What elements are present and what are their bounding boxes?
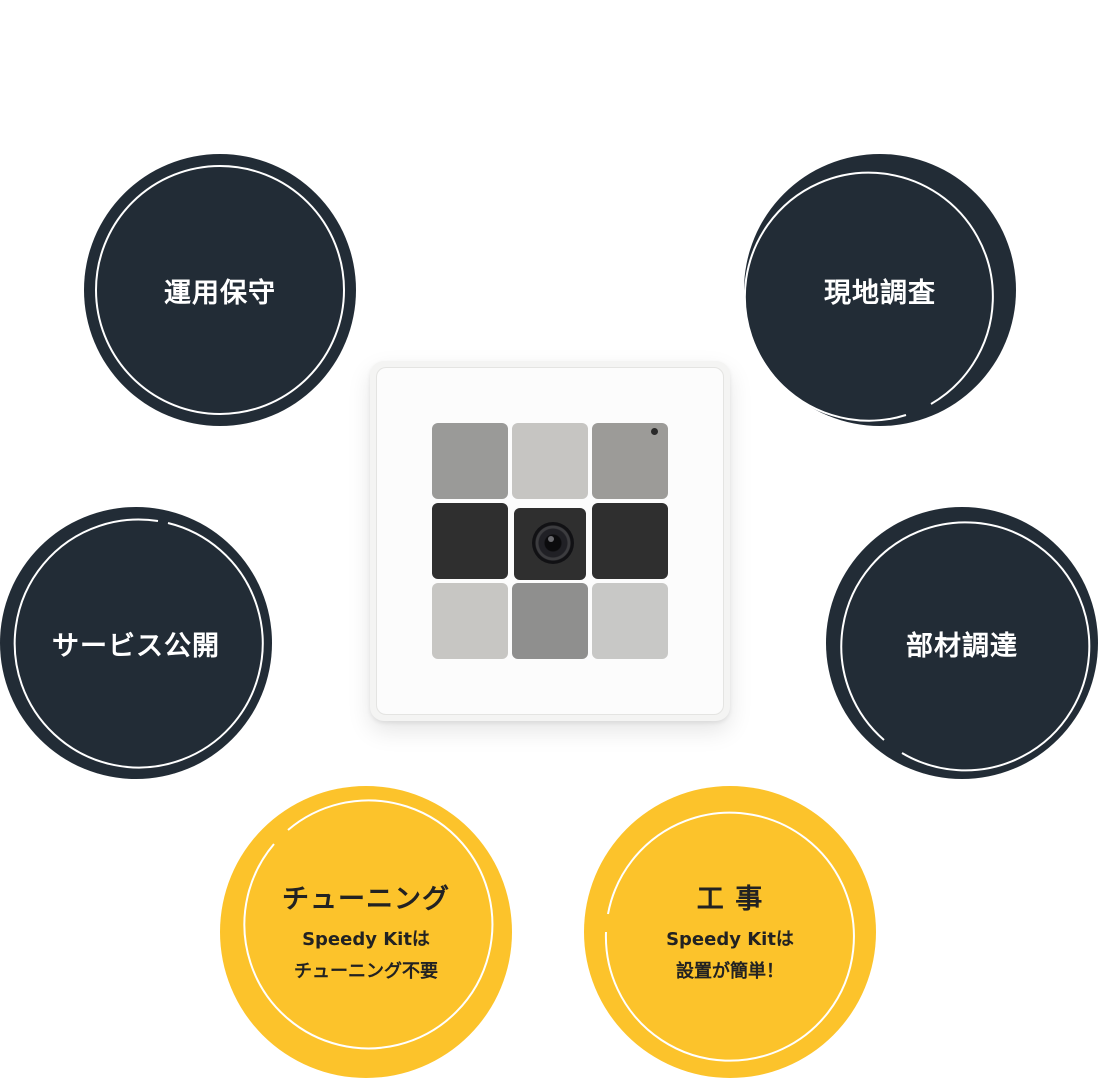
circle-parts-procurement: 部材調達 (826, 507, 1098, 779)
circle-title: 運用保守 (164, 277, 276, 309)
circle-title: チューニング (282, 883, 450, 915)
circle-subtitle-line2: 設置が簡単！ (676, 960, 784, 982)
device-tile (512, 423, 588, 499)
camera-lens-icon (532, 522, 574, 564)
circle-service-launch: サービス公開 (0, 507, 272, 779)
circle-subtitle-line2: チューニング不要 (294, 960, 438, 982)
device-tile (432, 583, 508, 659)
circle-site-survey: 現地調査 (744, 154, 1016, 426)
circle-tuning: チューニング Speedy Kitは チューニング不要 (220, 786, 512, 1078)
circle-subtitle-line1: Speedy Kitは (302, 928, 430, 950)
device-tile (512, 583, 588, 659)
circle-subtitle-line1: Speedy Kitは (666, 928, 794, 950)
lens-reflection (548, 536, 554, 542)
device-tile (592, 503, 668, 579)
circle-title: 部材調達 (906, 630, 1018, 662)
circle-title: 現地調査 (824, 277, 936, 309)
circle-construction: 工 事 Speedy Kitは 設置が簡単！ (584, 786, 876, 1078)
device-tile (592, 583, 668, 659)
device-tile (592, 423, 668, 499)
sensor-dot (651, 428, 658, 435)
circle-operation-maintenance: 運用保守 (84, 154, 356, 426)
device-tile (432, 503, 508, 579)
circle-title: 工 事 (696, 883, 764, 915)
circle-title: サービス公開 (52, 630, 220, 662)
camera-lens-tile (514, 508, 586, 580)
device-tile (432, 423, 508, 499)
